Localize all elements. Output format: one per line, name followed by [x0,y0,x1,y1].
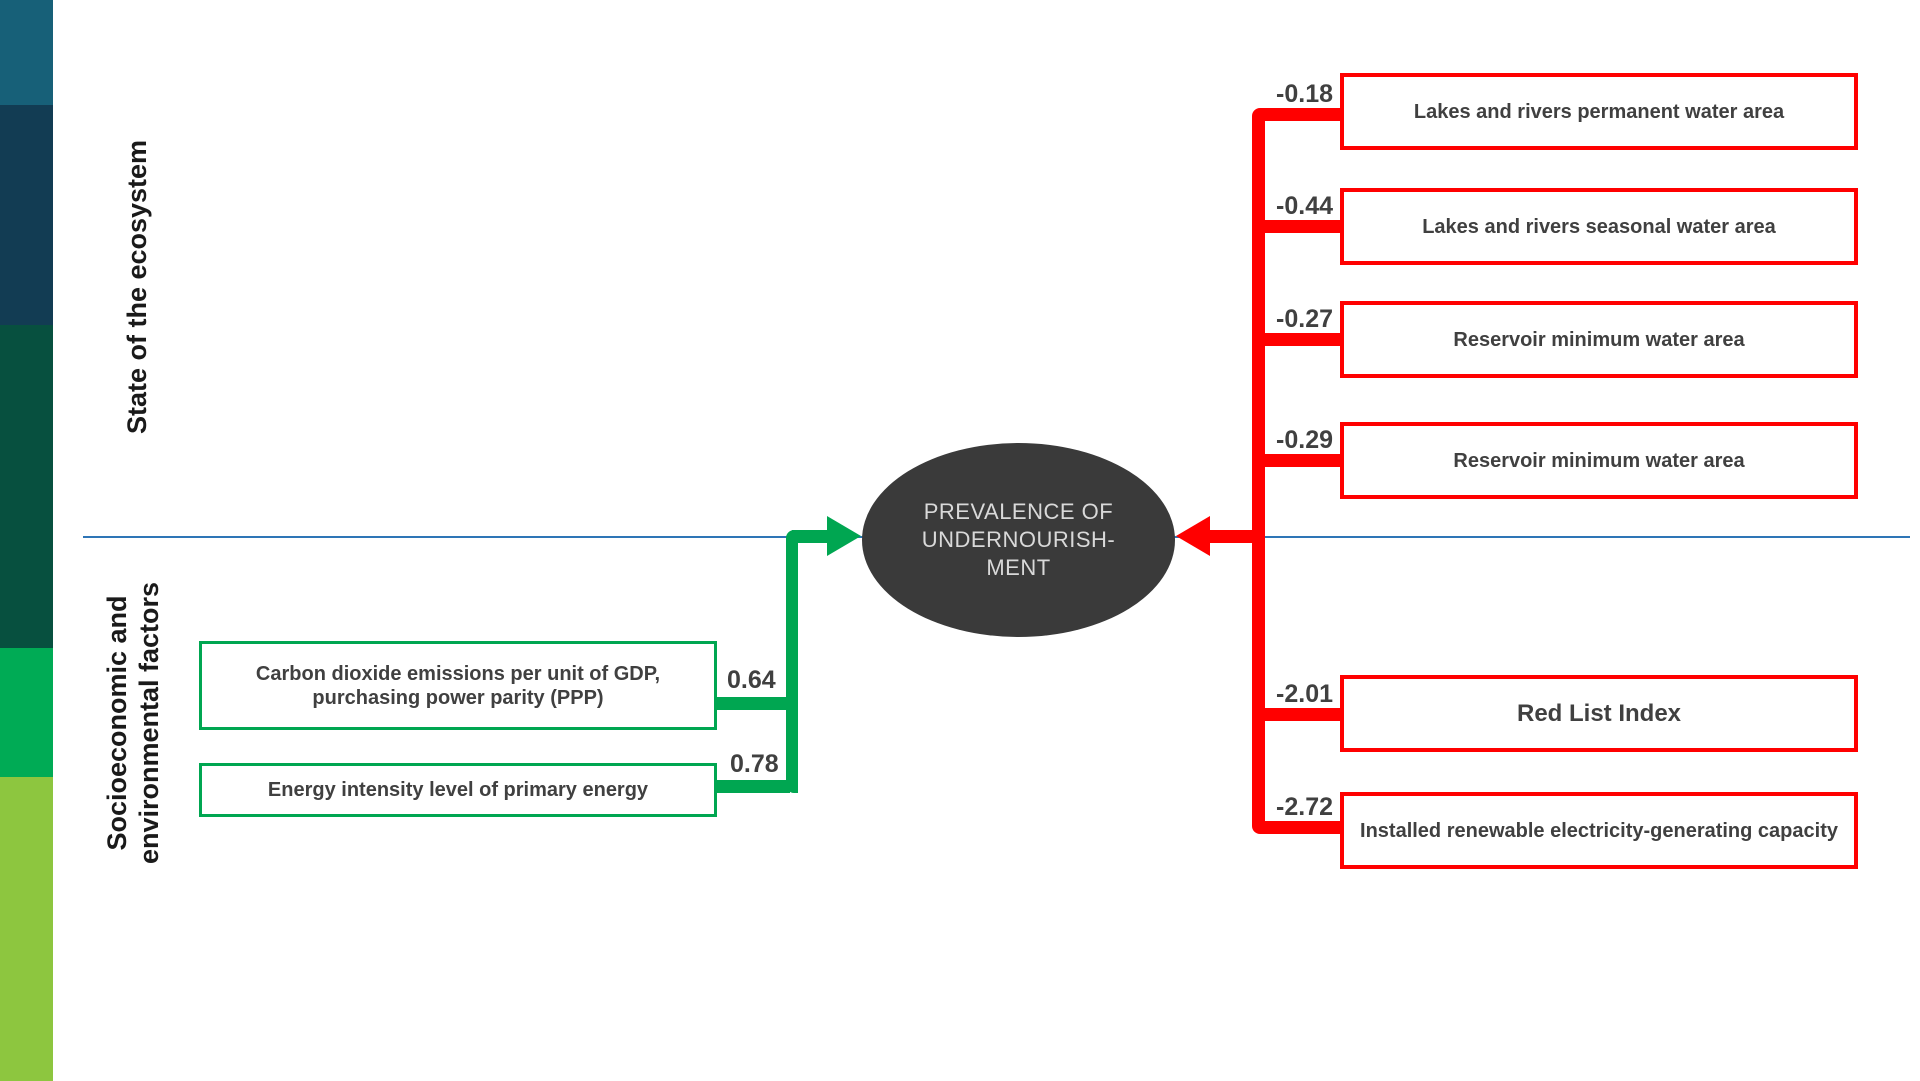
sidebar-stripe-teal [0,0,53,105]
outcome-node: PREVALENCE OF UNDERNOURISH- MENT [862,443,1175,637]
sidebar-stripe-navy [0,105,53,325]
negative-connector-branch [1260,108,1342,121]
outcome-node-line: PREVALENCE OF [923,499,1114,524]
positive-connector-branch [714,780,790,793]
positive-connector-trunk [786,530,798,793]
coefficient-value: -0.29 [1276,426,1333,454]
category-label-ecosystem: State of the ecosystem [122,139,152,435]
indicator-box: Carbon dioxide emissions per unit of GDP… [199,641,717,730]
outcome-node-line: UNDERNOURISH- [921,527,1116,552]
sidebar-stripe-green [0,648,53,777]
positive-arrow-shaft [792,530,828,543]
sidebar-stripe-lightgreen [0,777,53,1081]
negative-connector-branch [1260,333,1342,346]
category-label-line: Socioeconomic and [102,595,132,851]
right-arrow-icon [827,516,861,556]
coefficient-value: -0.27 [1276,305,1333,333]
negative-connector-branch [1260,454,1342,467]
coefficient-value: 0.64 [727,666,776,694]
category-label-socioeconomic: Socioeconomic and environmental factors [101,582,165,864]
coefficient-value: 0.78 [730,750,779,778]
coefficient-value: -0.18 [1276,80,1333,108]
indicator-box: Lakes and rivers permanent water area [1340,73,1858,150]
indicator-box: Installed renewable electricity-generati… [1340,792,1858,869]
indicator-box: Red List Index [1340,675,1858,752]
negative-arrow-shaft [1208,530,1258,543]
negative-connector-branch [1260,821,1342,834]
left-arrow-icon [1176,516,1210,556]
negative-connector-branch [1260,220,1342,233]
indicator-box: Lakes and rivers seasonal water area [1340,188,1858,265]
indicator-box: Reservoir minimum water area [1340,422,1858,499]
negative-connector-trunk [1252,108,1265,834]
indicator-box: Energy intensity level of primary energy [199,763,717,817]
coefficient-value: -2.01 [1276,680,1333,708]
indicator-box: Reservoir minimum water area [1340,301,1858,378]
coefficient-value: -2.72 [1276,793,1333,821]
outcome-node-line: MENT [986,555,1051,580]
negative-connector-branch [1260,708,1342,721]
coefficient-value: -0.44 [1276,192,1333,220]
category-label-line: environmental factors [134,581,164,865]
sidebar-stripe-darkgreen [0,325,53,648]
positive-connector-branch [714,697,790,710]
